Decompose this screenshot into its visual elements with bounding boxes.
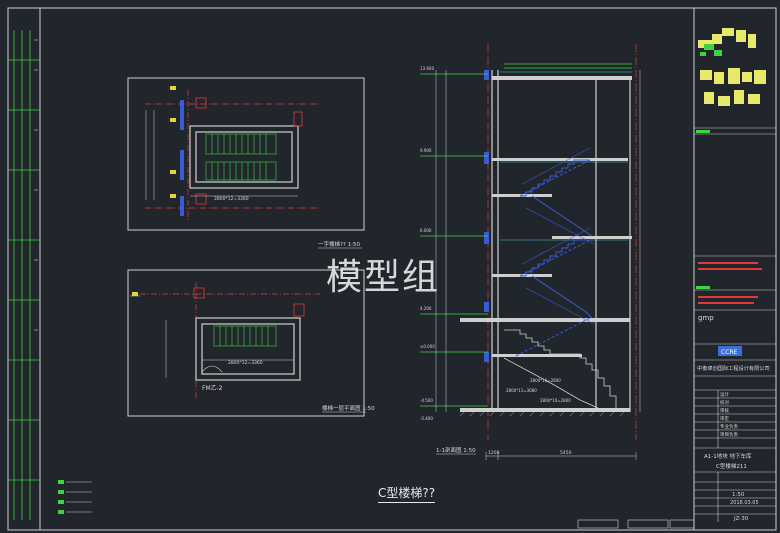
- section-bottom-dim-2: 5450: [560, 450, 572, 456]
- gmp-logo: gmp: [698, 314, 714, 322]
- level-label-1: 13.600: [420, 66, 434, 71]
- plan-top-dimension: 2800*12=3360: [214, 196, 249, 202]
- field-discipline-lead: 专业负责: [720, 423, 738, 430]
- level-label-2: 9.900: [420, 148, 432, 153]
- section-dim-1: 2800*10=2800: [530, 378, 561, 383]
- section-drawing: 13.600 9.900 6.000 4.200 ±0.000 -4.500 -…: [420, 44, 641, 460]
- ccre-logo: CCRE: [721, 349, 738, 356]
- legend-notes: [58, 480, 92, 514]
- left-revision-strip: [8, 30, 40, 520]
- field-project-lead: 项目负责: [720, 431, 738, 438]
- section-title: 1-1剖面图 1:50: [436, 446, 476, 454]
- level-label-5: ±0.000: [420, 344, 435, 349]
- level-label-6: -4.500: [420, 398, 433, 403]
- title-block: gmp CCRE 中衡卓创国际工程设计有限公司 设计 校对 审核 审定 专业负责…: [693, 7, 777, 531]
- field-review: 审核: [720, 407, 729, 414]
- section-dim-3: 2800*10=2800: [540, 398, 571, 403]
- drawing-number: C型楼梯211: [716, 462, 747, 470]
- main-title: C型楼梯??: [378, 484, 436, 503]
- bottom-stamp-boxes: [577, 519, 695, 529]
- plan-bottom-title: 楼梯一层平面图 1:50: [322, 404, 375, 412]
- site-plan-thumbnail: [698, 28, 766, 106]
- section-dim-2: 2800*11=3080: [506, 388, 537, 393]
- plan-top-panel: 2800*12=3360: [127, 77, 365, 231]
- plan-bottom-dimension: 2800*12=3360: [228, 360, 263, 366]
- level-label-4: 4.200: [420, 306, 432, 311]
- watermark-text: 模型组: [326, 257, 441, 298]
- level-label-3: 6.000: [420, 228, 432, 233]
- company-name: 中衡卓创国际工程设计有限公司: [697, 364, 770, 372]
- field-approve: 审定: [720, 415, 729, 422]
- plan-bottom-panel: 2800*12=3360 FM乙-2: [127, 269, 365, 417]
- plan-top-title: 一字楼梯?? 1:50: [318, 240, 360, 248]
- scale-value: 1:50: [732, 492, 745, 498]
- level-label-7: -5.400: [420, 416, 433, 421]
- sheet-number: JZ-30: [733, 516, 749, 522]
- section-bottom-dim-1: 1200: [488, 450, 500, 456]
- date-value: 2018.03.05: [730, 500, 759, 506]
- door-label: FM乙-2: [202, 385, 223, 392]
- field-check: 校对: [720, 399, 729, 406]
- project-name: A1-1地块 地下车库: [704, 452, 752, 460]
- field-design: 设计: [720, 391, 729, 398]
